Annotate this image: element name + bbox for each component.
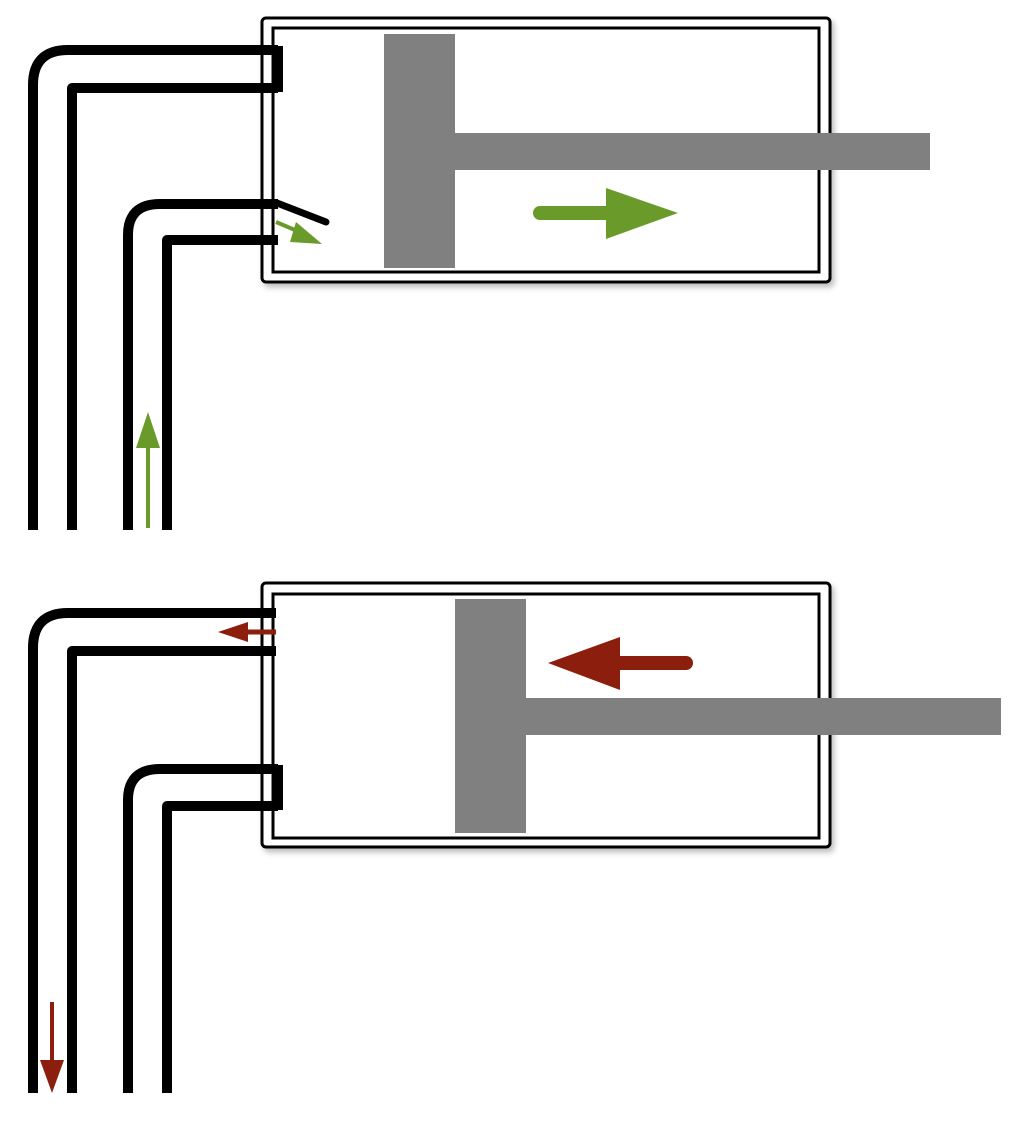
piston-rod-bottom <box>526 698 1001 735</box>
outer-pipe-top <box>28 45 283 530</box>
piston-head-bottom <box>455 599 526 833</box>
inner-pipe-bottom <box>123 764 283 1093</box>
piston-bottom <box>455 599 1001 833</box>
piston-left-arrow-icon <box>548 637 693 690</box>
intake-valve-flap-top <box>273 199 330 226</box>
arrow-down-icon <box>40 1002 64 1093</box>
arrow-left-icon <box>218 622 276 642</box>
piston-head-top <box>384 34 455 268</box>
exhaust-stroke-panel <box>28 581 1001 1093</box>
arrow-down-right-icon <box>275 220 322 244</box>
outer-pipe-bottom <box>28 608 276 1093</box>
arrow-up-icon <box>136 412 160 528</box>
inner-pipe-top <box>123 199 278 530</box>
arrow-right-icon <box>533 188 678 239</box>
piston-top <box>384 34 930 268</box>
piston-rod-top <box>455 133 930 170</box>
intake-stroke-panel <box>28 16 930 530</box>
